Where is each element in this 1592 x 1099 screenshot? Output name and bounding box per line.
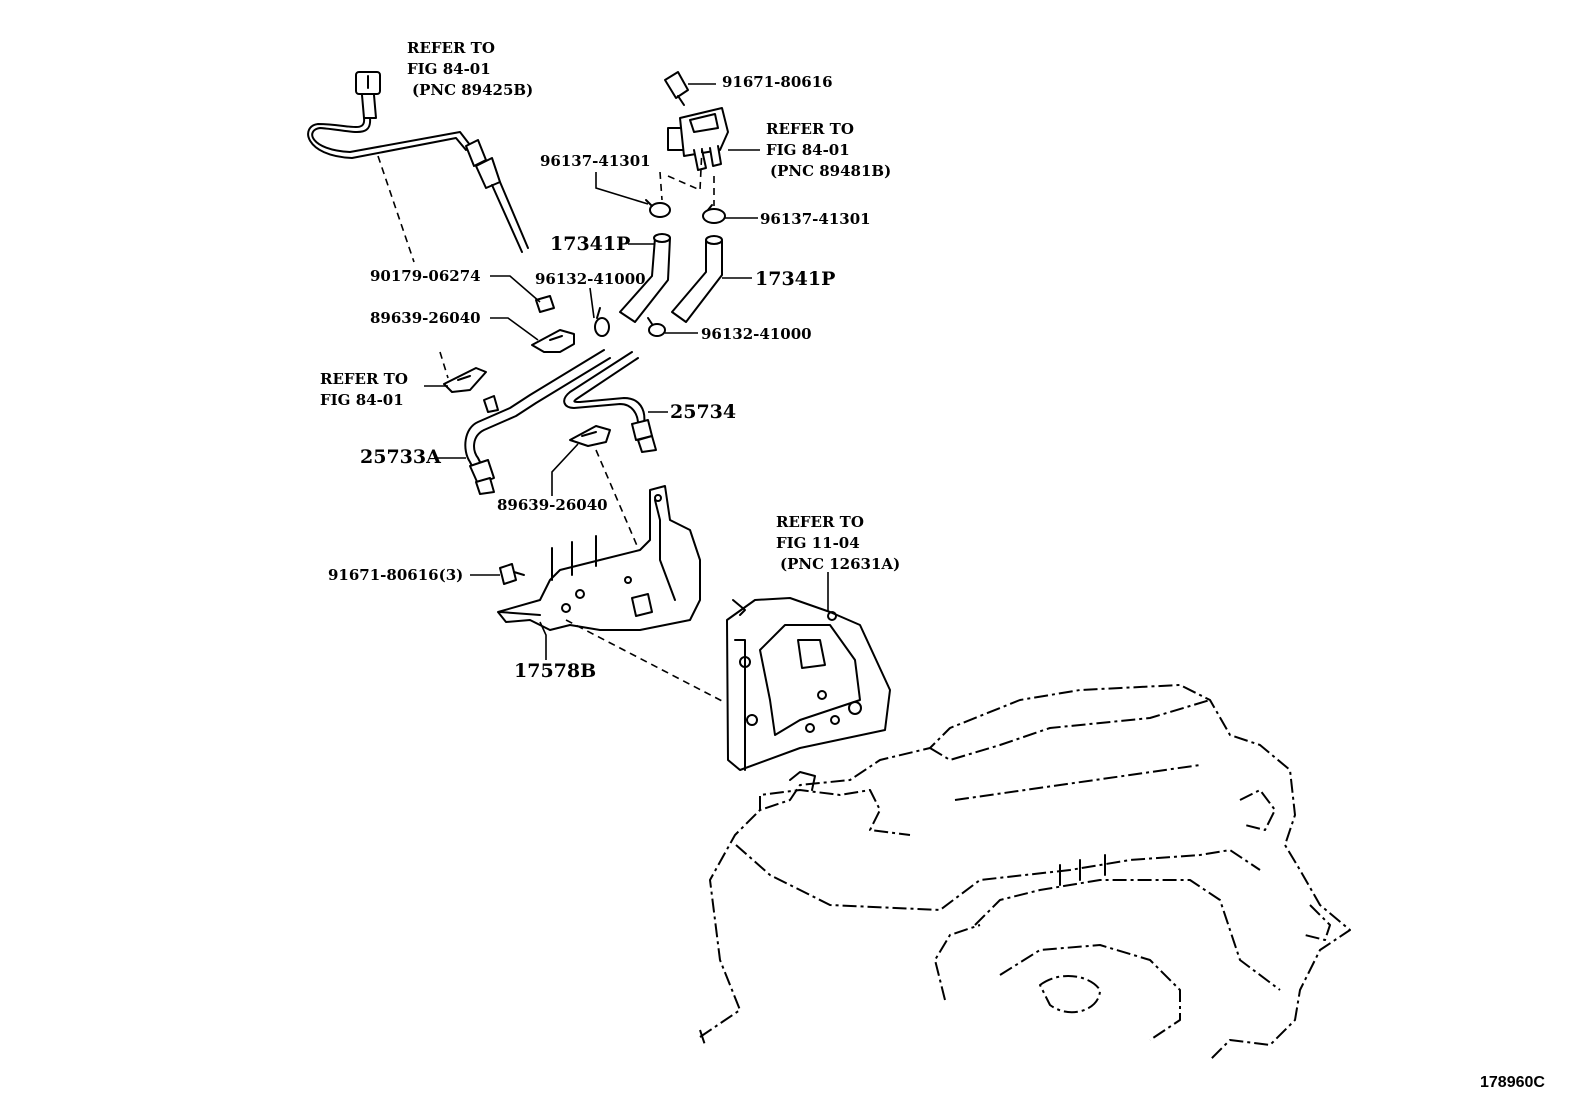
pipe-clamp-refer — [443, 367, 487, 393]
hose-clamp-left — [594, 307, 610, 337]
engine-bracket — [726, 597, 891, 771]
vacuum-hose-right — [671, 235, 723, 323]
refer-clamp-line1: REFER TO — [320, 370, 408, 388]
refer-vsv-line2: FIG 84-01 — [766, 141, 850, 159]
label-clip-left: 96137-41301 — [540, 152, 651, 170]
vacuum-switching-valve — [664, 71, 729, 171]
hose-clamp-right — [647, 317, 666, 337]
diagram-code: 178960C — [1480, 1074, 1545, 1091]
vsv-bracket — [497, 485, 701, 631]
hose-clip-left — [645, 199, 671, 218]
pipe-clamp-lower — [569, 425, 611, 447]
label-hose-right: 17341P — [755, 268, 835, 290]
label-clamp-left: 96132-41000 — [535, 270, 646, 288]
label-bolt-top: 91671-80616 — [722, 73, 833, 91]
label-clamp-right: 96132-41000 — [701, 325, 812, 343]
refer-vsv-line1: REFER TO — [766, 120, 854, 138]
dashed-alignment-lines — [377, 147, 725, 703]
vacuum-pipe-25734 — [563, 351, 657, 453]
label-pipe-right: 25734 — [670, 401, 736, 423]
leader-lines — [424, 83, 829, 660]
temperature-sensor — [307, 71, 529, 253]
label-clamp-upper: 89639-26040 — [370, 309, 481, 327]
refer-engine-line1: REFER TO — [776, 513, 864, 531]
label-bolt-bracket: 91671-80616(3) — [328, 566, 463, 584]
label-clip-right: 96137-41301 — [760, 210, 871, 228]
refer-sensor-line2: FIG 84-01 — [407, 60, 491, 78]
nut — [535, 295, 555, 313]
refer-sensor-line1: REFER TO — [407, 39, 495, 57]
bracket-bolt — [499, 563, 525, 585]
hose-clip-right — [702, 204, 726, 224]
callout-labels: REFER TO FIG 84-01 (PNC 89425B) 91671-80… — [320, 39, 1545, 1091]
label-clamp-lower: 89639-26040 — [497, 496, 608, 514]
vacuum-hose-left — [619, 233, 671, 323]
label-hose-left: 17341P — [550, 233, 630, 255]
engine-block-outline — [699, 684, 1351, 1061]
refer-sensor-line3: (PNC 89425B) — [412, 81, 533, 99]
refer-clamp-line2: FIG 84-01 — [320, 391, 404, 409]
label-nut: 90179-06274 — [370, 267, 481, 285]
vacuum-pipe-25733a — [464, 349, 611, 495]
refer-vsv-line3: (PNC 89481B) — [770, 162, 891, 180]
refer-engine-line3: (PNC 12631A) — [780, 555, 900, 573]
label-pipe-left: 25733A — [360, 446, 441, 468]
label-bracket: 17578B — [514, 660, 596, 682]
refer-engine-line2: FIG 11-04 — [776, 534, 860, 552]
pipe-clamp-upper — [531, 329, 575, 353]
